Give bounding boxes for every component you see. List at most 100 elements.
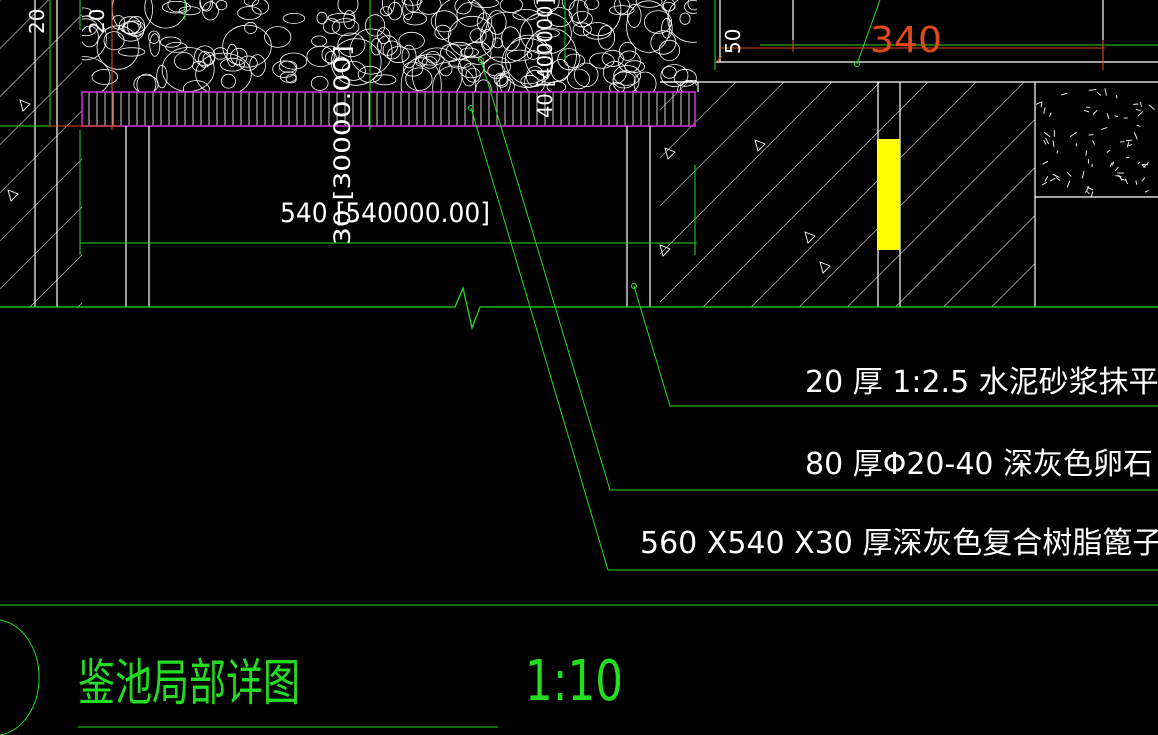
pebble: [239, 55, 258, 71]
pebble: [400, 57, 442, 92]
pebble: [174, 52, 195, 70]
dimension-width-label: 540 [540000.00]: [280, 198, 490, 229]
pebble: [331, 18, 360, 37]
pebble: [597, 25, 616, 50]
dimension-vertical-tag-a: 30 [30000.00]: [331, 45, 356, 245]
pebble: [567, 68, 590, 90]
pebble: [401, 44, 417, 69]
pebble: [524, 69, 546, 92]
pebble: [496, 76, 515, 92]
pebble: [417, 53, 445, 66]
gravel-speck: [1081, 170, 1085, 179]
gravel-speck: [1144, 189, 1149, 193]
pebble: [524, 27, 577, 83]
dimension-edge-label-3: 50: [721, 29, 745, 54]
pebble: [91, 69, 119, 85]
leader-dot-1: [631, 283, 637, 289]
pebble: [332, 56, 349, 73]
gravel-speck: [1118, 174, 1123, 181]
pebble: [561, 0, 575, 11]
pebble: [660, 64, 689, 87]
pebble: [249, 54, 266, 77]
pebble: [608, 5, 635, 16]
pebble: [321, 45, 340, 64]
pebble: [201, 1, 219, 21]
pebble: [387, 1, 403, 21]
pebble: [398, 31, 425, 50]
pebble: [658, 39, 681, 62]
pebble: [493, 72, 508, 87]
pebble: [373, 74, 397, 86]
leader-dot-3: [468, 105, 474, 111]
leader-lines: [470, 59, 1158, 571]
pebble: [680, 80, 697, 92]
pebble: [461, 63, 477, 87]
pebble: [501, 37, 554, 88]
resin-grate: [81, 91, 696, 127]
gravel-speck: [1143, 161, 1149, 168]
pebble: [617, 50, 641, 73]
gravel-speck: [1090, 191, 1094, 198]
pebble: [626, 3, 642, 28]
gravel-speck: [1043, 107, 1046, 114]
pebble: [202, 52, 216, 66]
dimension-vertical-tag-b: 40 [400000]: [533, 0, 557, 118]
pebble: [448, 58, 472, 69]
pebble: [182, 80, 210, 92]
structure-lines: [34, 0, 1158, 307]
gravel-speck: [1137, 161, 1141, 165]
gravel-speck: [1083, 109, 1090, 113]
left-wall-hatch: [0, 0, 82, 307]
dimension-top-right-label: 340: [870, 20, 942, 61]
gravel-speck: [1106, 149, 1111, 153]
pebble: [195, 52, 252, 92]
pebble: [311, 35, 328, 47]
pebble: [403, 12, 428, 26]
pebble: [571, 11, 593, 28]
pebble: [82, 25, 99, 48]
pebble: [167, 0, 187, 13]
pebble: [405, 67, 433, 91]
drawing-title: 鉴池局部详图: [78, 654, 300, 712]
gravel-speck: [1141, 177, 1146, 182]
gravel-speck: [1092, 109, 1098, 116]
pebble: [469, 28, 487, 44]
gravel-speck: [1066, 180, 1071, 188]
pebble: [264, 26, 292, 48]
gravel-speck: [1128, 144, 1133, 147]
pebble: [402, 0, 414, 20]
pebble: [480, 11, 534, 64]
pebble: [285, 73, 297, 84]
dimension-lines: [0, 0, 1158, 255]
pebble: [483, 56, 511, 77]
pebble: [156, 64, 168, 89]
pebble: [279, 52, 308, 70]
pebble: [316, 11, 328, 25]
gravel-speck: [1124, 178, 1129, 185]
gravel-speck: [1136, 124, 1141, 127]
gravel-speck: [1043, 139, 1047, 145]
gravel-speck: [1141, 164, 1146, 168]
pebble: [382, 40, 402, 60]
pebble: [434, 24, 452, 40]
pebble: [613, 65, 642, 86]
pebble: [82, 7, 92, 17]
gravel-speck: [1066, 171, 1072, 177]
pebble: [330, 38, 382, 86]
gravel-speck: [1112, 161, 1115, 166]
gravel-speck: [1052, 140, 1055, 148]
pebble: [237, 6, 262, 20]
pebble: [278, 60, 298, 73]
pebble: [546, 7, 573, 28]
gravel-speck: [1049, 177, 1056, 182]
pebble: [526, 50, 540, 60]
pebble: [411, 47, 463, 92]
pebble: [327, 12, 355, 23]
pebble-layer: [82, 0, 697, 92]
pebble: [212, 47, 229, 60]
pebble: [576, 0, 622, 36]
pebble: [618, 42, 637, 61]
pebble: [222, 24, 272, 68]
pebble: [96, 25, 140, 70]
gravel-speck: [1088, 134, 1094, 136]
